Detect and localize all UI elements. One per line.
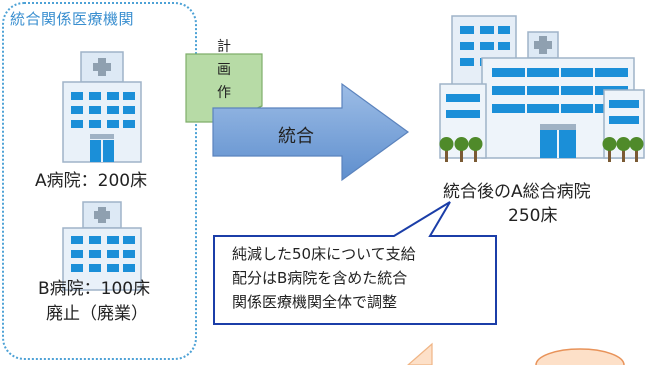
merge-arrow-label: 統合: [278, 126, 314, 147]
callout-box: [213, 201, 497, 325]
group-title: 統合関係医療機関: [10, 10, 135, 28]
hospital-a-label: A病院：200床: [35, 171, 148, 191]
merge-arrow: [212, 82, 410, 182]
result-hospital-building-icon: [439, 15, 645, 162]
callout-line-1: 純減した50床について支給: [232, 245, 416, 263]
callout-line-2: 配分はB病院を含めた統合: [232, 269, 408, 287]
callout-text: 純減した50床について支給 配分はB病院を含めた統合 関係医療機関全体で調整: [232, 242, 416, 314]
hospital-b-label-line1: B病院：100床: [38, 279, 151, 299]
plan-note-char-1: 計: [217, 39, 231, 55]
callout-line-3: 関係医療機関全体で調整: [232, 293, 398, 311]
result-hospital-beds: 250床: [508, 206, 558, 226]
plan-note-char-2: 画: [217, 62, 231, 78]
result-hospital-name: 統合後のA総合病院: [443, 182, 591, 202]
group-frame: [2, 2, 197, 360]
hospital-b-label-line2: 廃止（廃業）: [46, 304, 148, 324]
hospital-b-building-icon: [62, 201, 142, 291]
plan-note-char-3: 作: [217, 85, 231, 101]
hospital-a-building-icon: [62, 51, 142, 163]
bottom-partial-shapes: [407, 342, 625, 365]
